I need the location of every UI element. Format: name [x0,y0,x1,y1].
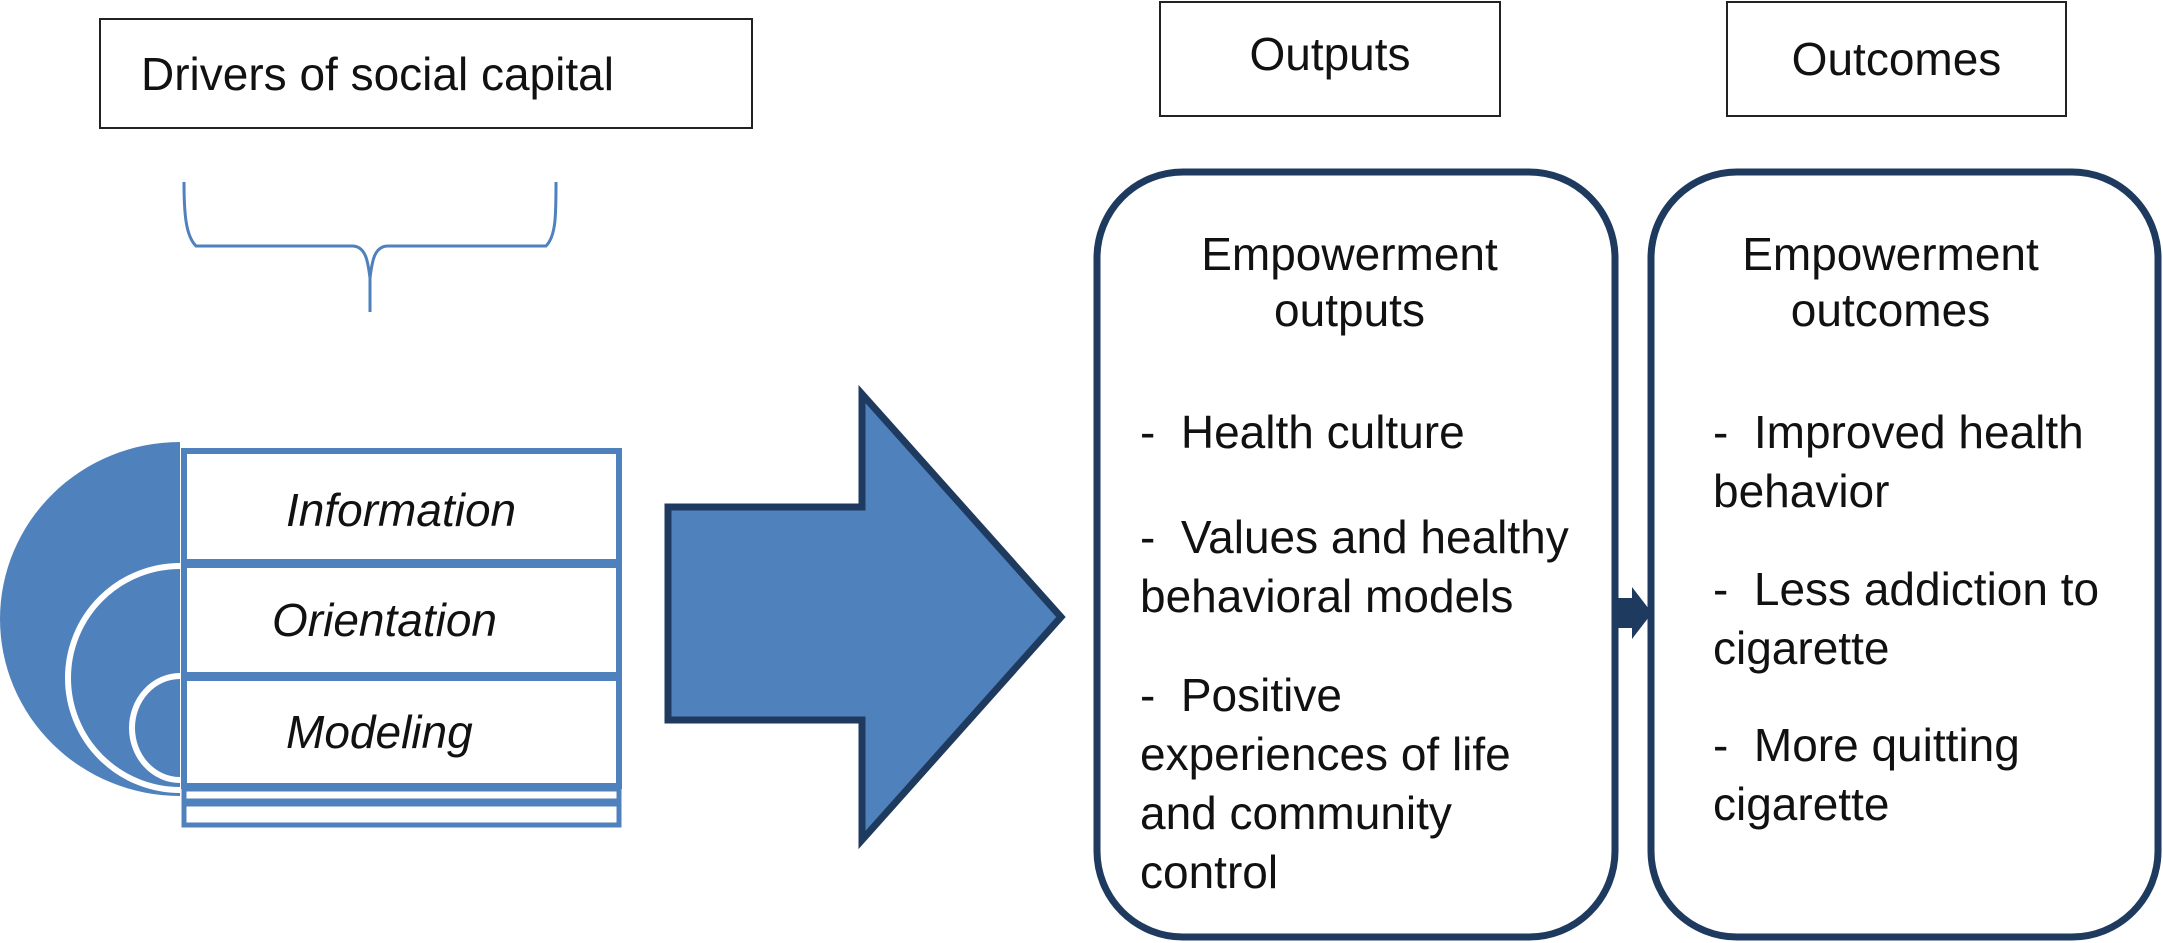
outputs-item: and community [1140,787,1452,839]
outcomes-header-box: Outcomes [1726,1,2067,117]
outputs-item: control [1140,846,1279,898]
outputs-panel-title-line1: Empowerment [1201,228,1498,280]
outputs-panel-title: Empowerment outputs [1142,226,1557,338]
outcomes-item: - Less addiction to [1713,563,2100,615]
outputs-item: - Health culture [1140,406,1465,458]
outcomes-panel-title-line1: Empowerment [1742,228,2039,280]
outcomes-item: cigarette [1713,778,1890,830]
concentric-arcs-icon [0,442,181,796]
outcomes-item: behavior [1713,465,1890,517]
curly-brace [182,181,558,312]
big-right-arrow [664,384,1066,850]
outcomes-item: - More quitting [1713,719,2020,771]
drivers-header-box: Drivers of social capital [99,18,753,129]
outputs-header-box: Outputs [1159,1,1501,117]
driver-row-information: Information [286,484,517,536]
outputs-panel-title-line2: outputs [1274,284,1425,336]
outcomes-panel-title-line2: outcomes [1790,284,1991,336]
outputs-item: - Positive [1140,669,1342,721]
outcomes-item: cigarette [1713,622,1890,674]
driver-stack [181,448,622,828]
outcomes-panel-title: Empowerment outcomes [1693,226,2088,338]
outputs-panel [1093,168,1619,941]
connector-arrow [1616,587,1652,639]
outputs-item: - Values and healthy [1140,511,1569,563]
driver-row-modeling: Modeling [286,706,473,758]
driver-row-orientation: Orientation [272,594,498,646]
outcomes-item: - Improved health [1713,406,2084,458]
outputs-item: behavioral models [1140,570,1514,622]
drivers-header-label: Drivers of social capital [141,47,614,100]
outcomes-panel [1647,168,2162,941]
outputs-item: experiences of life [1140,728,1511,780]
outputs-header-label: Outputs [1249,28,1411,80]
outcomes-header-label: Outcomes [1791,33,2002,85]
